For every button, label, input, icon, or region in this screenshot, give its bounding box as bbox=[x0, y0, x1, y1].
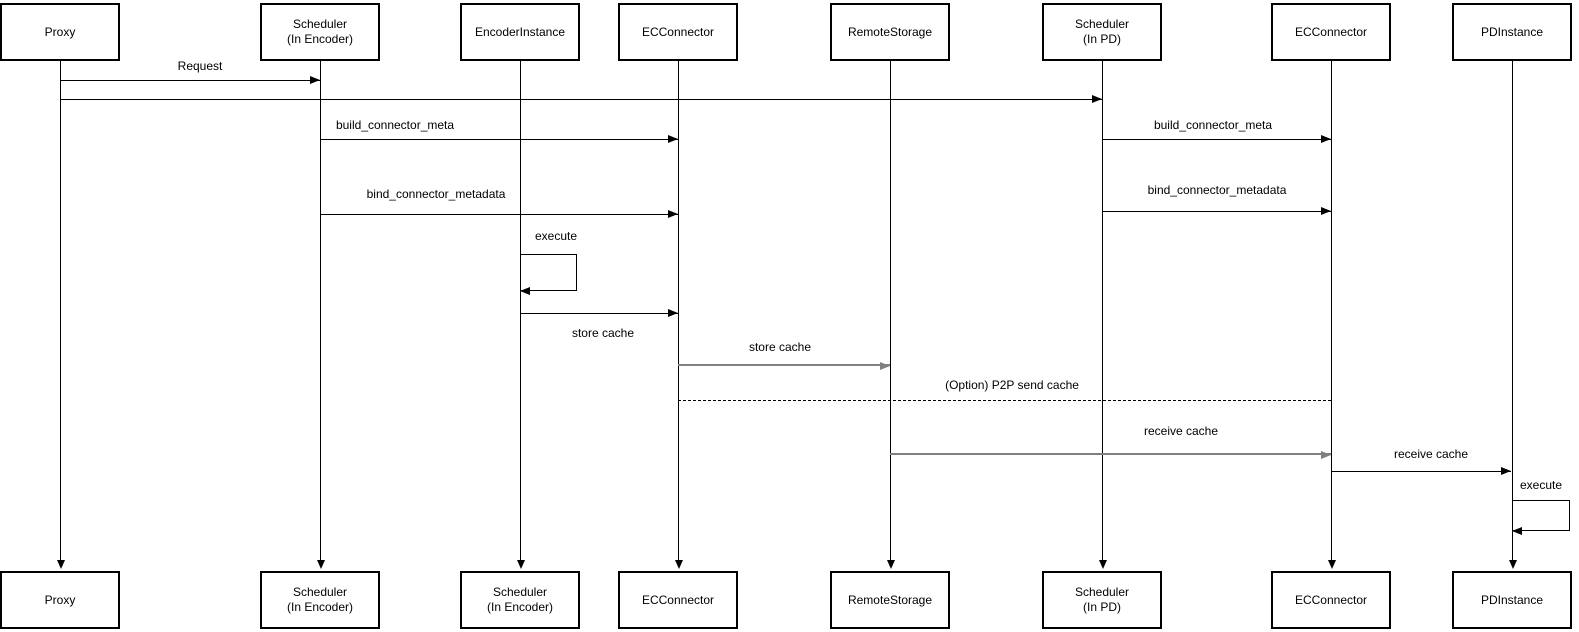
participant-label: Scheduler (In Encoder) bbox=[486, 585, 554, 614]
participant-label: Proxy bbox=[44, 592, 76, 607]
participant-label: PDInstance bbox=[1480, 592, 1544, 607]
message-label-store-cache-1: store cache bbox=[569, 326, 637, 340]
message-label-build-connector-meta-left: build_connector_meta bbox=[333, 118, 457, 132]
participant-bottom-scheduler-pd: Scheduler (In PD) bbox=[1042, 571, 1162, 629]
lifeline-remote-storage bbox=[887, 61, 895, 569]
participant-bottom-remote-storage: RemoteStorage bbox=[830, 571, 950, 629]
participant-label: ECConnector bbox=[641, 24, 715, 39]
participant-top-scheduler-encoder: Scheduler (In Encoder) bbox=[260, 3, 380, 61]
message-label-receive-cache-2: receive cache bbox=[1391, 447, 1471, 461]
participant-label: Scheduler (In PD) bbox=[1074, 17, 1130, 46]
message-label-bind-connector-metadata-right: bind_connector_metadata bbox=[1145, 183, 1289, 197]
message-label-p2p-send-cache: (Option) P2P send cache bbox=[943, 378, 1081, 392]
lifeline-pdinstance bbox=[1509, 61, 1517, 569]
participant-label: RemoteStorage bbox=[847, 592, 933, 607]
lifeline-proxy bbox=[57, 61, 65, 569]
participant-top-pdinstance: PDInstance bbox=[1452, 3, 1572, 61]
message-label-build-connector-meta-right: build_connector_meta bbox=[1151, 118, 1275, 132]
message-arrow-receive-cache-1 bbox=[890, 451, 1331, 459]
message-arrow-store-cache-1 bbox=[520, 309, 678, 317]
participant-bottom-ecconnector-2: ECConnector bbox=[1271, 571, 1391, 629]
message-label-request: Request bbox=[175, 59, 225, 73]
message-arrow-request bbox=[60, 76, 320, 84]
message-arrow-build-connector-meta-right bbox=[1102, 135, 1331, 143]
self-loop-execute-encoder bbox=[520, 254, 577, 295]
participant-label: Scheduler (In Encoder) bbox=[286, 585, 354, 614]
participant-top-encoder-instance: EncoderInstance bbox=[460, 3, 580, 61]
lifeline-encoder-instance bbox=[517, 61, 525, 569]
participant-label: ECConnector bbox=[641, 592, 715, 607]
message-arrow-store-cache-2 bbox=[678, 362, 890, 370]
participant-bottom-pdinstance: PDInstance bbox=[1452, 571, 1572, 629]
message-arrow-build-connector-meta-left bbox=[320, 135, 678, 143]
participant-label: PDInstance bbox=[1480, 24, 1544, 39]
participant-label: ECConnector bbox=[1294, 592, 1368, 607]
lifeline-scheduler-pd bbox=[1099, 61, 1107, 569]
message-arrow-receive-cache-2 bbox=[1331, 467, 1511, 475]
participant-top-ecconnector-2: ECConnector bbox=[1271, 3, 1391, 61]
message-label-bind-connector-metadata-left: bind_connector_metadata bbox=[364, 187, 508, 201]
participant-bottom-ecconnector-1: ECConnector bbox=[618, 571, 738, 629]
participant-label: Proxy bbox=[44, 24, 76, 39]
self-loop-execute-pd bbox=[1512, 500, 1570, 535]
lifeline-ecconnector-1 bbox=[675, 61, 683, 569]
message-label-store-cache-2: store cache bbox=[746, 340, 814, 354]
message-label-execute-encoder: execute bbox=[532, 229, 580, 243]
participant-bottom-scheduler-encoder: Scheduler (In Encoder) bbox=[260, 571, 380, 629]
participant-label: Scheduler (In Encoder) bbox=[286, 17, 354, 46]
participant-label: Scheduler (In PD) bbox=[1074, 585, 1130, 614]
dashed-line-p2p-send-cache bbox=[678, 400, 1331, 401]
participant-top-ecconnector-1: ECConnector bbox=[618, 3, 738, 61]
message-label-execute-pd: execute bbox=[1517, 478, 1565, 492]
participant-top-scheduler-pd: Scheduler (In PD) bbox=[1042, 3, 1162, 61]
participant-label: ECConnector bbox=[1294, 24, 1368, 39]
participant-label: EncoderInstance bbox=[474, 24, 566, 39]
message-label-receive-cache-1: receive cache bbox=[1141, 424, 1221, 438]
participant-label: RemoteStorage bbox=[847, 24, 933, 39]
message-arrow-proxy-to-scheduler-pd bbox=[60, 95, 1102, 103]
participant-bottom-scheduler-encoder-2: Scheduler (In Encoder) bbox=[460, 571, 580, 629]
participant-top-proxy: Proxy bbox=[0, 3, 120, 61]
participant-bottom-proxy: Proxy bbox=[0, 571, 120, 629]
lifeline-ecconnector-2 bbox=[1328, 61, 1336, 569]
message-arrow-bind-connector-metadata-left bbox=[320, 210, 678, 218]
participant-top-remote-storage: RemoteStorage bbox=[830, 3, 950, 61]
lifeline-scheduler-encoder bbox=[317, 61, 325, 569]
message-arrow-bind-connector-metadata-right bbox=[1102, 207, 1331, 215]
